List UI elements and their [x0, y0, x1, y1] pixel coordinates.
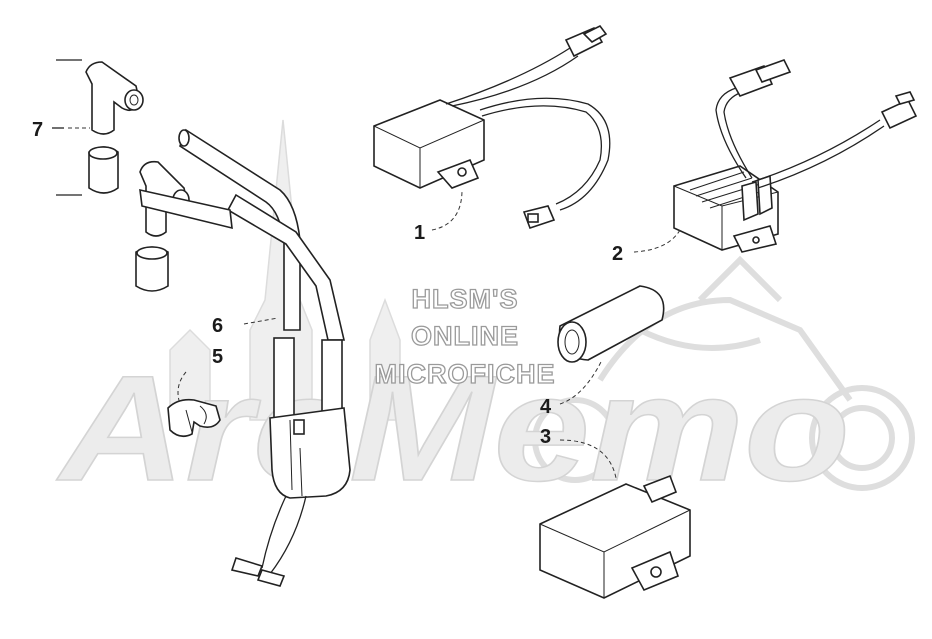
watermark-text: HLSM'S ONLINE MICROFICHE [374, 283, 556, 389]
part-5-clamp [167, 398, 221, 438]
callout-2: 2 [612, 243, 623, 265]
cathedral-watermark-icon [169, 119, 401, 421]
part-3-module-box [539, 474, 691, 599]
callout-6: 6 [212, 315, 223, 337]
motorcycle-watermark-icon [532, 255, 915, 491]
part-7-spark-plug-caps [52, 59, 190, 292]
watermark-line-2: ONLINE [411, 321, 519, 351]
watermark-line-3: MICROFICHE [375, 359, 556, 389]
callout-3: 3 [540, 426, 551, 448]
part-6-ignition-coil [139, 128, 351, 587]
leader-lines [68, 127, 681, 479]
callout-5: 5 [212, 346, 223, 368]
watermark-line-1: HLSM'S [412, 284, 519, 314]
callout-1: 1 [414, 222, 425, 244]
part-2-voltage-regulator [673, 59, 918, 253]
part-4-heat-shrink [557, 285, 665, 363]
callout-4: 4 [540, 396, 552, 418]
callout-labels: 1 2 3 4 5 6 7 [32, 119, 623, 448]
part-1-cdi-module [373, 24, 611, 230]
callout-7: 7 [32, 119, 43, 141]
